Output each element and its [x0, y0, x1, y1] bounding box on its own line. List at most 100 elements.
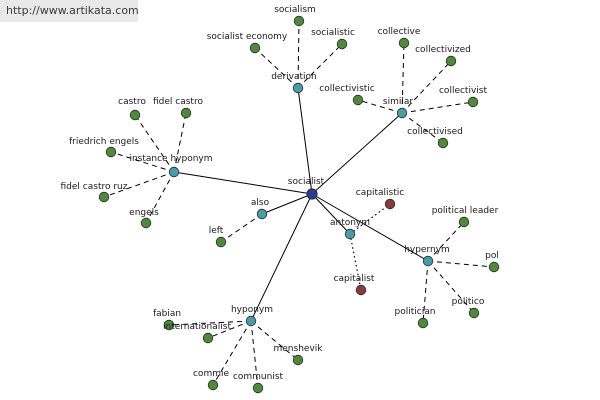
edge-instance-hyponym	[173, 171, 313, 195]
edge-derivation-socialist-economy	[254, 47, 299, 89]
relation-node-hypernym[interactable]	[422, 255, 434, 267]
site-watermark[interactable]: http://www.artikata.com	[0, 0, 139, 22]
word-label-engels: engels	[129, 208, 159, 218]
word-label-left: left	[209, 226, 224, 236]
word-node-castro[interactable]	[129, 109, 141, 121]
word-node-fidel-castro[interactable]	[180, 107, 192, 119]
edge-instance-hyponym-fidel-castro	[173, 112, 187, 173]
word-label-fidel-castro: fidel castro	[153, 97, 203, 107]
word-node-politico[interactable]	[468, 307, 480, 319]
edge-hyponym-fabian	[168, 320, 252, 326]
edge-hyponym-commie	[212, 320, 252, 386]
word-label-communist: communist	[233, 372, 284, 382]
relation-node-hyponym[interactable]	[245, 315, 257, 327]
relation-label-similar: similar	[383, 97, 413, 107]
edge-also-left	[220, 213, 263, 243]
word-node-internationalist[interactable]	[202, 332, 214, 344]
relation-node-also[interactable]	[256, 208, 268, 220]
word-label-collective: collective	[378, 27, 421, 37]
word-label-socialistic: socialistic	[311, 28, 355, 38]
edge-antonym-capitalistic	[349, 203, 391, 235]
word-label-politician: politician	[395, 307, 436, 317]
relation-node-similar[interactable]	[396, 107, 408, 119]
relation-label-instance-hyponym: instance hyponym	[129, 154, 212, 164]
edge-instance-hyponym-castro	[134, 114, 175, 173]
word-node-menshevik[interactable]	[292, 354, 304, 366]
edge-also	[261, 193, 313, 215]
edge-hypernym-politician	[422, 260, 429, 324]
edge-antonym	[311, 193, 351, 235]
word-node-pol[interactable]	[488, 261, 500, 273]
word-label-socialism: socialism	[274, 5, 316, 15]
edge-similar-collectivistic	[357, 99, 403, 114]
word-node-capitalist[interactable]	[355, 284, 367, 296]
word-label-pol: pol	[485, 251, 499, 261]
word-label-internationalist: internationalist	[163, 322, 231, 332]
edge-derivation-socialistic	[297, 43, 343, 89]
word-node-left[interactable]	[215, 236, 227, 248]
edge-instance-hyponym-fidel-castro-ruz	[103, 171, 175, 198]
word-label-friedrich-engels: friedrich engels	[69, 137, 139, 147]
edge-hypernym	[311, 193, 429, 262]
relation-label-derivation: derivation	[271, 72, 317, 82]
word-label-commie: commie	[193, 369, 229, 379]
word-node-collective[interactable]	[398, 37, 410, 49]
relation-label-antonym: antonym	[330, 218, 370, 228]
edge-derivation	[297, 87, 313, 195]
center-label-socialist: socialist	[288, 177, 325, 187]
word-label-capitalist: capitalist	[334, 274, 375, 284]
word-label-collectivised: collectivised	[407, 127, 463, 137]
word-label-politico: politico	[452, 297, 485, 307]
word-node-collectivist[interactable]	[467, 96, 479, 108]
edge-hypernym-pol	[427, 260, 495, 268]
relation-node-antonym[interactable]	[344, 228, 356, 240]
edge-hyponym-internationalist	[207, 320, 252, 339]
edge-hyponym-menshevik	[250, 320, 299, 361]
word-node-engels[interactable]	[140, 217, 152, 229]
word-node-socialism[interactable]	[293, 15, 305, 27]
edge-similar-collective	[401, 42, 405, 114]
word-label-collectivistic: collectivistic	[319, 84, 375, 94]
word-label-castro: castro	[118, 97, 146, 107]
word-node-fabian[interactable]	[163, 319, 175, 331]
edge-hyponym	[250, 193, 313, 322]
word-label-collectivized: collectivized	[415, 45, 471, 55]
word-label-fabian: fabian	[153, 309, 181, 319]
word-node-politician[interactable]	[417, 317, 429, 329]
edge-hypernym-political-leader	[427, 221, 465, 262]
edge-similar-collectivist	[401, 101, 474, 114]
edge-instance-hyponym-engels	[145, 171, 175, 224]
relation-node-instance-hyponym[interactable]	[168, 166, 180, 178]
word-node-collectivized[interactable]	[445, 55, 457, 67]
word-node-communist[interactable]	[252, 382, 264, 394]
edge-similar	[311, 112, 403, 195]
word-node-collectivistic[interactable]	[352, 94, 364, 106]
word-label-menshevik: menshevik	[274, 344, 324, 354]
relation-label-also: also	[251, 198, 270, 208]
word-node-socialist-economy[interactable]	[249, 42, 261, 54]
word-node-friedrich-engels[interactable]	[105, 146, 117, 158]
word-node-capitalistic[interactable]	[384, 198, 396, 210]
edge-antonym-capitalist	[349, 233, 362, 291]
word-node-fidel-castro-ruz[interactable]	[98, 191, 110, 203]
word-label-political-leader: political leader	[432, 206, 499, 216]
word-label-fidel-castro-ruz: fidel castro ruz	[61, 182, 128, 192]
relation-node-derivation[interactable]	[292, 82, 304, 94]
word-label-socialist-economy: socialist economy	[207, 32, 288, 42]
edge-instance-hyponym-friedrich-engels	[110, 151, 175, 173]
edge-hyponym-communist	[250, 320, 259, 389]
edge-hypernym-politico	[427, 260, 475, 314]
word-label-capitalistic: capitalistic	[356, 188, 404, 198]
relation-label-hyponym: hyponym	[231, 305, 273, 315]
word-node-commie[interactable]	[207, 379, 219, 391]
word-node-political-leader[interactable]	[458, 216, 470, 228]
edge-derivation-socialism	[297, 20, 300, 89]
edge-similar-collectivized	[401, 60, 452, 114]
word-node-socialistic[interactable]	[336, 38, 348, 50]
word-label-collectivist: collectivist	[439, 86, 487, 96]
relation-label-hypernym: hypernym	[404, 245, 450, 255]
word-node-collectivised[interactable]	[437, 137, 449, 149]
center-node-socialist[interactable]	[306, 188, 318, 200]
